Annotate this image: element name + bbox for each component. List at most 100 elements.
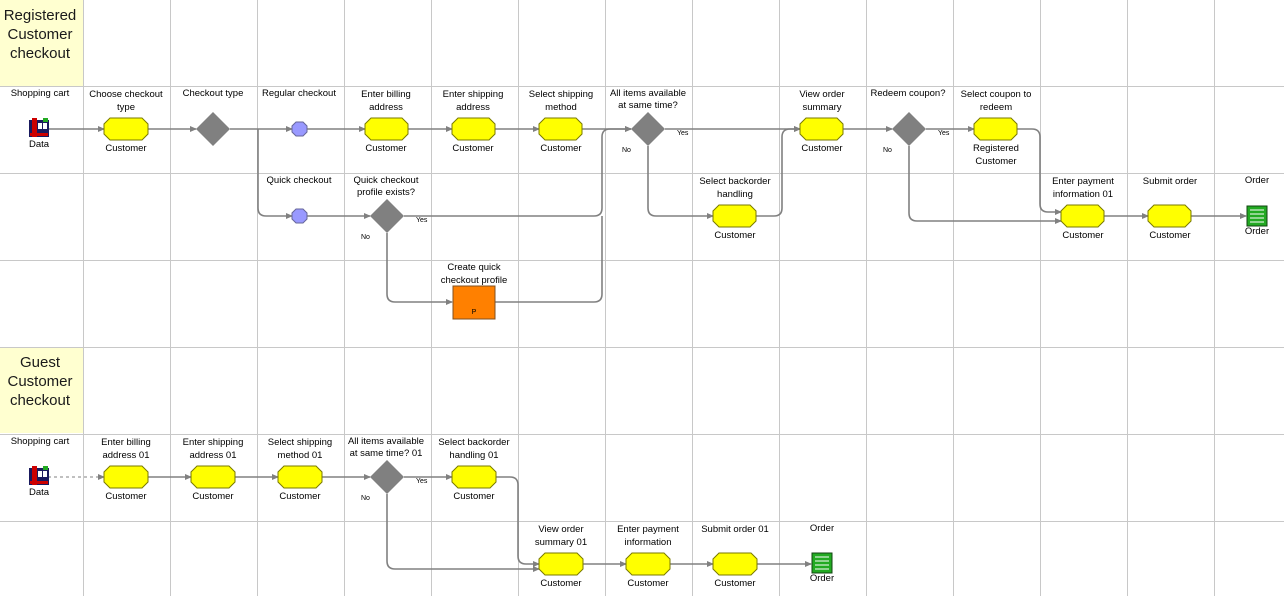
task-label-line: address 01 — [102, 450, 149, 461]
task-role: Customer — [105, 491, 146, 502]
gateway-label-line: Quick checkout — [354, 175, 419, 186]
task-role: Customer — [452, 143, 493, 154]
task-role: Customer — [279, 491, 320, 502]
order-label: Order — [810, 523, 834, 534]
task-label-line: summary — [802, 102, 841, 113]
data-store-icon — [29, 118, 49, 137]
order-output-registered: Order Order — [1245, 175, 1269, 237]
event-label: Quick checkout — [267, 175, 332, 186]
gateway-checkout-type[interactable]: Checkout type — [183, 88, 244, 146]
task-submit-order-01[interactable]: Submit order 01 Customer — [701, 524, 769, 589]
task-role: Customer — [714, 230, 755, 241]
shopping-cart-caption: Data — [29, 139, 50, 150]
task-label-line: checkout profile — [441, 275, 508, 286]
task-label-line: Enter billing — [101, 437, 151, 448]
task-select-backorder-handling-01[interactable]: Select backorder handling 01 Customer — [438, 437, 509, 502]
task-label-line: handling 01 — [449, 450, 498, 461]
lane-title-line: Registered — [4, 7, 77, 24]
task-label-line: Enter shipping — [443, 89, 504, 100]
lane-title-line: Guest — [20, 354, 61, 371]
lane-title-line: Customer — [7, 26, 72, 43]
task-label-line: Enter billing — [361, 89, 411, 100]
task-label-line: Select shipping — [268, 437, 332, 448]
gateway-label-line: at same time? 01 — [350, 448, 423, 459]
task-role: Customer — [714, 578, 755, 589]
order-label: Order — [1245, 175, 1269, 186]
order-caption: Order — [810, 573, 834, 584]
task-role: Customer — [453, 491, 494, 502]
task-role: Customer — [627, 578, 668, 589]
gateway-yes-label: Yes — [416, 478, 428, 485]
lane-title-line: checkout — [10, 45, 71, 62]
event-label: Regular checkout — [262, 88, 336, 99]
task-label-line: View order — [799, 89, 844, 100]
task-role: Customer — [192, 491, 233, 502]
task-role: Customer — [801, 143, 842, 154]
task-label-line: information — [625, 537, 672, 548]
task-submit-order[interactable]: Submit order Customer — [1143, 176, 1197, 241]
gateway-label-line: profile exists? — [357, 187, 415, 198]
task-label-line: Select coupon to — [961, 89, 1032, 100]
task-role: Customer — [1149, 230, 1190, 241]
gateway-label: Checkout type — [183, 88, 244, 99]
task-label-line: Choose checkout — [89, 89, 163, 100]
lane-title-line: checkout — [10, 392, 71, 409]
event-regular-checkout[interactable]: Regular checkout — [262, 88, 336, 137]
shopping-cart-data-guest: Shopping cart Data — [11, 436, 70, 498]
gateway-label-line: All items available — [348, 436, 424, 447]
gateway-yes-label: Yes — [677, 130, 689, 137]
gateway-label-line: at same time? — [618, 100, 678, 111]
task-role: Customer — [540, 143, 581, 154]
gateway-label: Redeem coupon? — [871, 88, 946, 99]
shopping-cart-label: Shopping cart — [11, 88, 70, 99]
order-caption: Order — [1245, 226, 1269, 237]
task-marker: P — [472, 309, 477, 316]
order-document-icon — [1246, 205, 1268, 227]
shopping-cart-caption: Data — [29, 487, 50, 498]
task-label-line: summary 01 — [535, 537, 587, 548]
task-role-line: Customer — [975, 156, 1016, 167]
task-enter-shipping-address-01[interactable]: Enter shipping address 01 Customer — [183, 437, 244, 502]
task-enter-billing-address-01[interactable]: Enter billing address 01 Customer — [101, 437, 151, 502]
task-label-line: Select backorder — [438, 437, 509, 448]
task-label: Submit order — [1143, 176, 1197, 187]
event-quick-checkout[interactable]: Quick checkout — [267, 175, 332, 224]
gateway-no-label: No — [622, 147, 631, 154]
task-label-line: information 01 — [1053, 189, 1113, 200]
data-store-icon — [29, 466, 49, 485]
gateway-redeem-coupon[interactable]: Redeem coupon? Yes No — [871, 88, 950, 154]
gateway-no-label: No — [361, 495, 370, 502]
task-label-line: method — [545, 102, 577, 113]
task-view-order-summary[interactable]: View order summary Customer — [799, 89, 844, 154]
task-label-line: address 01 — [189, 450, 236, 461]
task-label-line: Enter shipping — [183, 437, 244, 448]
